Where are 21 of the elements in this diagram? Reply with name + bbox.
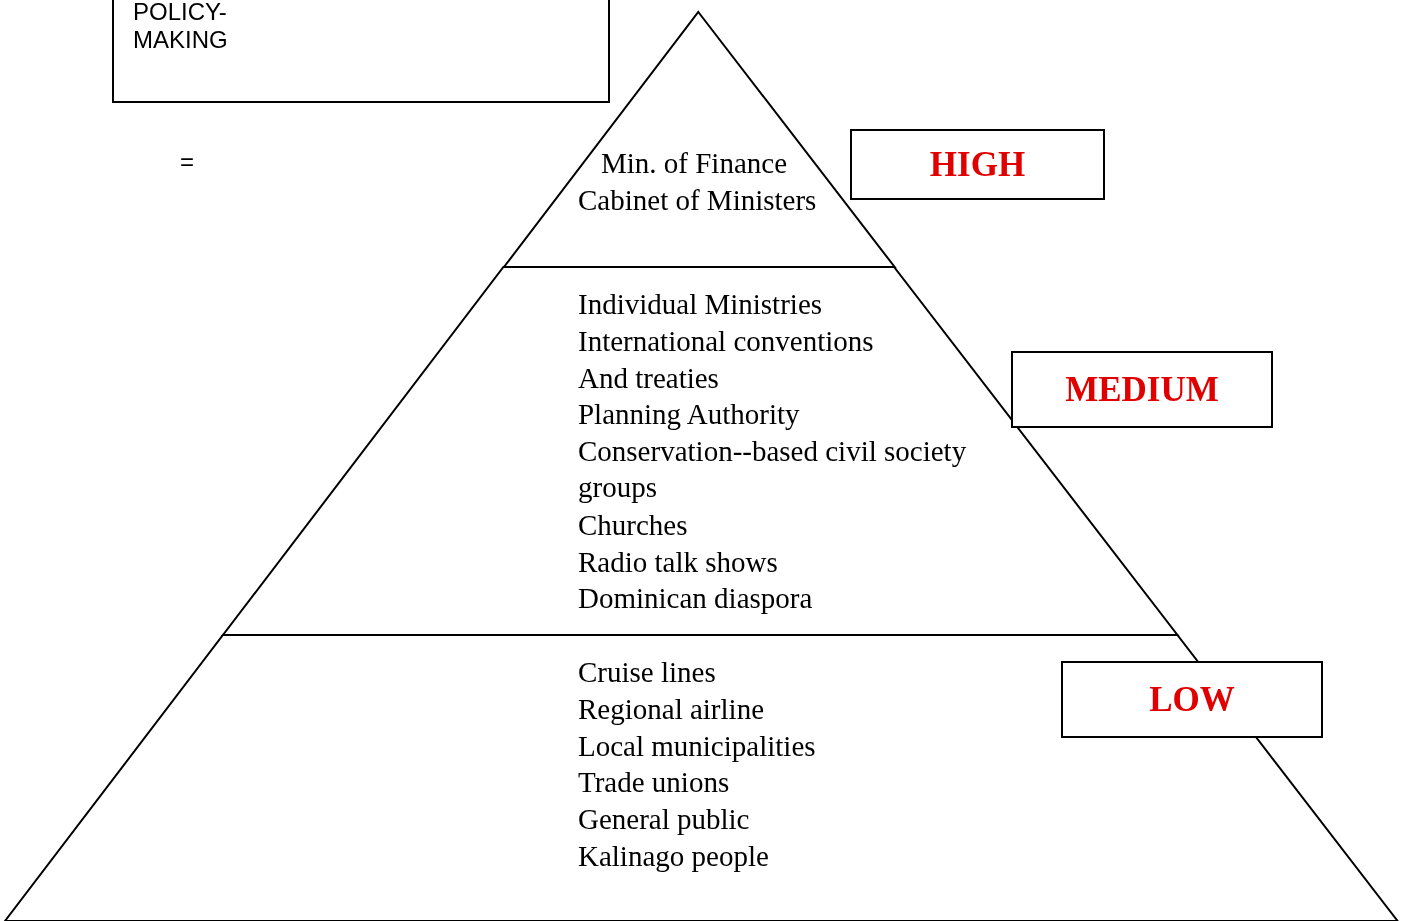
box-heading: POLICY- MAKING: [133, 0, 229, 54]
list-item: Kalinago people: [578, 839, 769, 874]
list-item: International conventions: [578, 323, 874, 359]
equals-sign: =: [180, 148, 194, 176]
list-item: Individual Ministries: [578, 287, 823, 322]
box: [112, 0, 610, 103]
list-item: Radio talk shows: [578, 544, 778, 580]
list-item: Conservation--based civil society groups: [578, 434, 968, 506]
list-item: Churches: [578, 507, 688, 543]
list-item: Dominican diaspora: [578, 581, 813, 617]
list-item: Local municipalities: [578, 728, 816, 764]
level-label: MEDIUM: [1011, 351, 1273, 428]
level-label: HIGH: [850, 129, 1105, 200]
list-item: Regional airline: [578, 691, 764, 727]
list-item: Cabinet of Ministers: [578, 182, 817, 218]
list-item: And treaties: [578, 360, 719, 396]
list-item: Cruise lines: [578, 655, 716, 690]
list-item: General public: [578, 802, 750, 838]
list-item: Min. of Finance: [601, 146, 788, 181]
list-item: Trade unions: [578, 765, 730, 801]
list-item: Planning Authority: [578, 397, 800, 433]
